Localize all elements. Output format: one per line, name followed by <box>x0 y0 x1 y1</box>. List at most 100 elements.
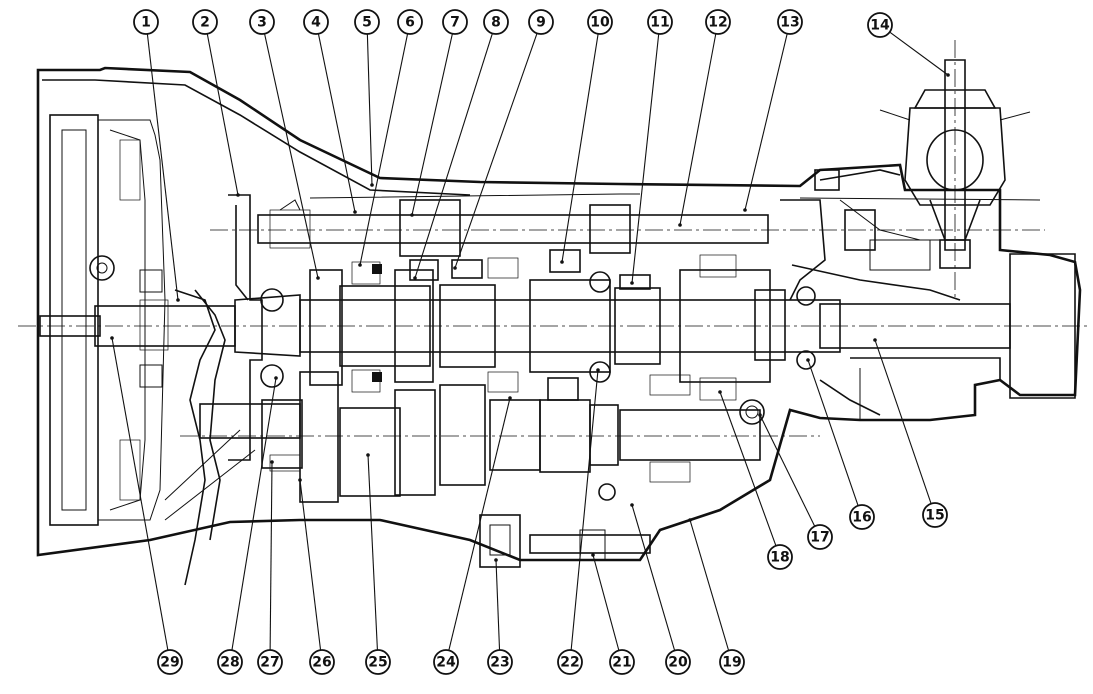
callout-number-24: 24 <box>436 655 456 671</box>
callout-number-11: 11 <box>650 15 669 31</box>
callout-17: 17 <box>807 524 833 550</box>
callout-circle-15 <box>922 502 948 528</box>
callout-21: 21 <box>609 649 635 675</box>
callout-circle-21 <box>609 649 635 675</box>
callout-number-10: 10 <box>590 15 610 31</box>
callout-23: 23 <box>487 649 513 675</box>
main-shaft <box>18 253 1090 399</box>
leader-tip-8 <box>413 276 417 280</box>
callout-9: 9 <box>528 9 554 35</box>
callout-8: 8 <box>483 9 509 35</box>
callout-12: 12 <box>705 9 731 35</box>
callout-circle-8 <box>483 9 509 35</box>
callout-circle-29 <box>157 649 183 675</box>
leader-tip-6 <box>358 263 362 267</box>
callout-circle-24 <box>433 649 459 675</box>
leader-lines <box>110 31 950 651</box>
callout-circle-12 <box>705 9 731 35</box>
callout-number-14: 14 <box>870 18 890 34</box>
leader-tip-13 <box>743 208 747 212</box>
callout-number-17: 17 <box>810 530 829 546</box>
leader-tip-19 <box>688 518 692 522</box>
callout-circle-1 <box>133 9 159 35</box>
callout-number-1: 1 <box>141 15 151 31</box>
leader-line-18 <box>719 391 777 546</box>
callout-circle-5 <box>354 9 380 35</box>
leader-line-10 <box>561 33 599 263</box>
callout-22: 22 <box>557 649 583 675</box>
callout-11: 11 <box>647 9 673 35</box>
callout-25: 25 <box>365 649 391 675</box>
callout-circle-18 <box>767 544 793 570</box>
callout-circle-7 <box>442 9 468 35</box>
drain-plug-assembly <box>479 514 651 568</box>
callout-circle-27 <box>257 649 283 675</box>
callout-circle-11 <box>647 9 673 35</box>
callout-circle-14 <box>867 12 893 38</box>
leader-tip-10 <box>560 260 564 264</box>
callout-18: 18 <box>767 544 793 570</box>
callout-19: 19 <box>719 649 745 675</box>
callout-27: 27 <box>257 649 283 675</box>
callout-5: 5 <box>354 9 380 35</box>
leader-line-15 <box>874 339 932 504</box>
leader-tip-28 <box>274 376 278 380</box>
leader-line-25 <box>367 454 378 651</box>
callout-number-13: 13 <box>780 15 799 31</box>
callout-number-4: 4 <box>311 15 321 31</box>
leader-line-6 <box>359 33 409 266</box>
callout-4: 4 <box>303 9 329 35</box>
leader-line-24 <box>448 397 511 651</box>
leader-line-8 <box>414 33 493 279</box>
callout-number-5: 5 <box>362 15 372 31</box>
callout-circle-19 <box>719 649 745 675</box>
leader-line-11 <box>631 33 660 284</box>
leader-tip-1 <box>176 298 180 302</box>
callout-number-3: 3 <box>257 15 267 31</box>
callout-circle-4 <box>303 9 329 35</box>
callout-number-27: 27 <box>260 655 279 671</box>
callout-circle-9 <box>528 9 554 35</box>
leader-line-7 <box>411 33 453 216</box>
leader-line-4 <box>317 33 356 213</box>
leader-line-26 <box>299 479 322 651</box>
leader-tip-5 <box>370 183 374 187</box>
callout-3: 3 <box>249 9 275 35</box>
leader-line-5 <box>366 33 373 186</box>
leader-tip-12 <box>678 223 682 227</box>
callout-number-20: 20 <box>668 655 688 671</box>
callout-15: 15 <box>922 502 948 528</box>
countershaft <box>180 371 820 503</box>
callout-circle-17 <box>807 524 833 550</box>
leader-tip-23 <box>494 558 498 562</box>
callout-number-28: 28 <box>220 655 239 671</box>
callout-7: 7 <box>442 9 468 35</box>
leader-line-12 <box>679 33 717 226</box>
leader-line-22 <box>570 369 599 651</box>
leader-tip-24 <box>508 396 512 400</box>
leader-tip-21 <box>591 553 595 557</box>
leader-line-23 <box>495 559 501 651</box>
leader-line-19 <box>689 519 730 651</box>
callout-1: 1 <box>133 9 159 35</box>
callout-circle-16 <box>849 504 875 530</box>
gear-stack <box>309 249 737 401</box>
leader-tip-4 <box>353 210 357 214</box>
callout-20: 20 <box>665 649 691 675</box>
leader-line-21 <box>592 554 620 651</box>
leader-line-3 <box>264 33 319 279</box>
callout-circle-20 <box>665 649 691 675</box>
leader-tip-3 <box>316 276 320 280</box>
leader-tip-17 <box>758 413 762 417</box>
leader-tip-20 <box>630 503 634 507</box>
callout-2: 2 <box>192 9 218 35</box>
leader-tip-26 <box>298 478 302 482</box>
callout-26: 26 <box>309 649 335 675</box>
callout-number-23: 23 <box>490 655 509 671</box>
callout-number-7: 7 <box>450 15 460 31</box>
callout-16: 16 <box>849 504 875 530</box>
callout-circle-23 <box>487 649 513 675</box>
leader-line-2 <box>206 33 239 196</box>
callout-circle-25 <box>365 649 391 675</box>
